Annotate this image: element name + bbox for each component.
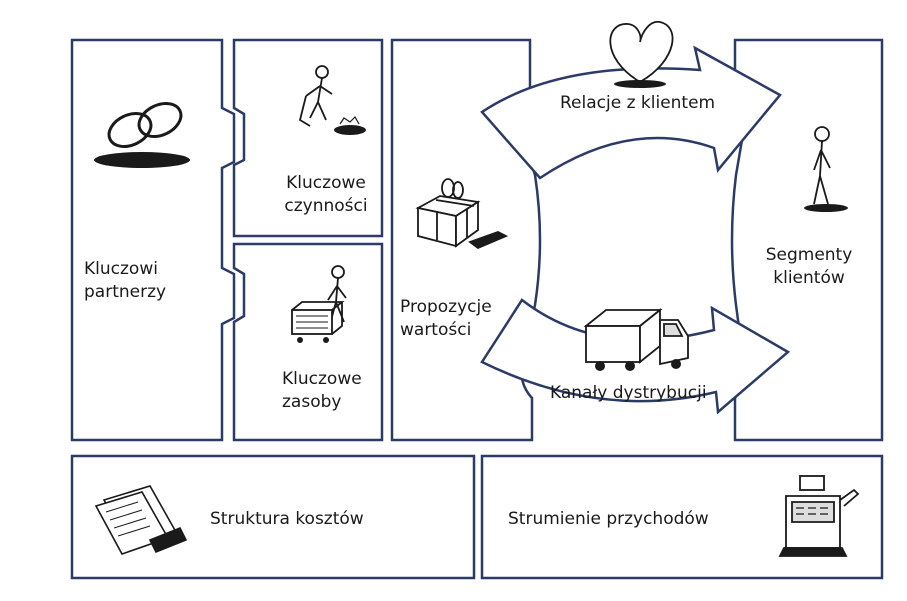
key-partners-line1: Kluczowi <box>84 259 158 279</box>
cash-register-icon <box>778 475 860 557</box>
value-propositions-line1: Propozycje <box>400 297 492 317</box>
key-partners-line2: partnerzy <box>84 282 167 302</box>
standing-person-icon <box>804 126 848 212</box>
cost-structure-block <box>70 454 476 580</box>
key-partners-label: Kluczowi partnerzy <box>84 258 166 304</box>
heart-icon <box>609 20 674 88</box>
channels-label: Kanały dystrybucji <box>550 383 707 403</box>
revenue-streams-label: Strumienie przychodów <box>508 509 709 529</box>
customer-segments-label: Segmenty klientów <box>740 244 878 290</box>
key-activities-line2: czynności <box>284 196 368 216</box>
customer-segments-line2: klientów <box>773 268 845 288</box>
key-resources-line2: zasoby <box>282 392 342 412</box>
cost-structure-label: Struktura kosztów <box>210 509 364 529</box>
gift-box-icon <box>415 178 509 250</box>
worker-digging-icon <box>298 65 366 135</box>
key-resources-line1: Kluczowe <box>282 369 362 389</box>
customer-relationships-arrow <box>480 45 782 180</box>
key-activities-label: Kluczowe czynności <box>270 172 382 218</box>
value-propositions-line2: wartości <box>400 320 472 340</box>
key-partners-block <box>70 38 236 442</box>
revenue-streams-block <box>480 454 884 580</box>
key-resources-label: Kluczowe zasoby <box>282 368 362 414</box>
customer-relationships-label: Relacje z klientem <box>560 93 716 113</box>
invoice-papers-icon <box>94 485 188 555</box>
linked-rings-icon <box>94 102 190 168</box>
customer-segments-line1: Segmenty <box>765 245 853 265</box>
person-with-cargo-icon <box>291 265 347 343</box>
value-propositions-label: Propozycje wartości <box>400 296 492 342</box>
key-activities-block <box>232 38 384 238</box>
key-resources-block <box>232 242 384 442</box>
key-activities-line1: Kluczowe <box>286 173 366 193</box>
delivery-truck-icon <box>583 308 689 371</box>
